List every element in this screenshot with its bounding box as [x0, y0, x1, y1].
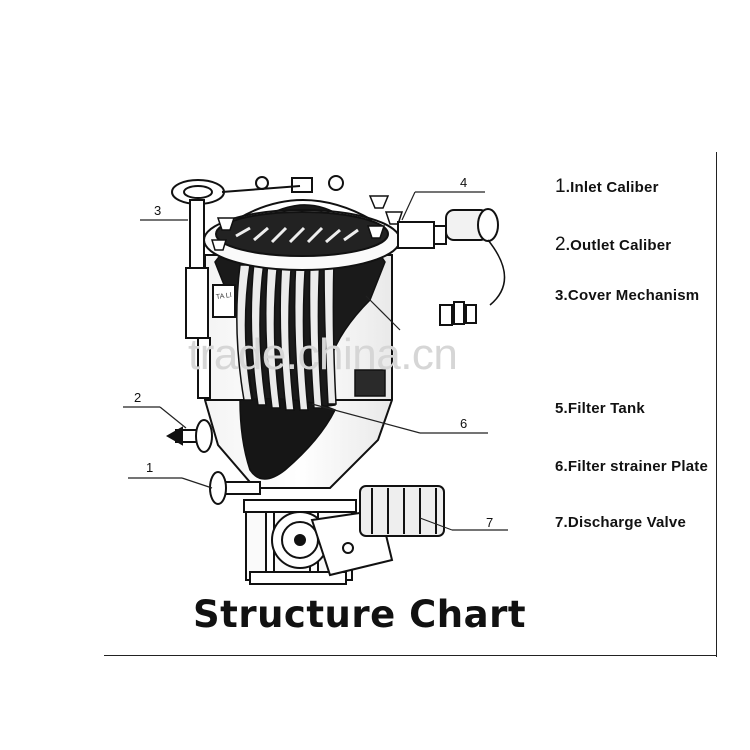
legend-text: .Outlet Caliber	[565, 237, 672, 254]
callout-label: 1	[146, 460, 154, 475]
chart-title: Structure Chart	[193, 593, 527, 636]
legend-item: 3.Cover Mechanism	[555, 287, 699, 304]
legend-text: Cover Mechanism	[567, 287, 700, 304]
legend-item: 1.Inlet Caliber	[555, 176, 659, 198]
legend-number: 2	[555, 234, 566, 255]
legend-item: 7.Discharge Valve	[555, 514, 686, 531]
legend-number: 7.	[555, 514, 568, 531]
callout-label: 2	[134, 390, 142, 405]
cover-motor	[397, 208, 506, 326]
callout-label: 6	[460, 416, 468, 431]
legend-text: Discharge Valve	[567, 514, 686, 531]
legend-item: 6.Filter strainer Plate	[555, 458, 708, 475]
legend-text: Filter Tank	[567, 400, 645, 417]
inlet-pipe	[209, 471, 261, 505]
callout-label: 4	[460, 175, 468, 190]
callout-label: 3	[154, 203, 162, 218]
callout-leaders	[123, 191, 508, 531]
watermark: trade.china.cn	[188, 330, 458, 379]
legend-text: Filter strainer Plate	[567, 458, 709, 475]
callout-label: 7	[486, 515, 494, 530]
cover-mechanism	[171, 179, 301, 399]
frame-right-border	[716, 152, 717, 657]
legend-number: 6.	[555, 458, 568, 475]
legend-item: 5.Filter Tank	[555, 400, 645, 417]
legend-number: 5.	[555, 400, 568, 417]
outlet-pipe	[165, 419, 213, 453]
legend-number: 3.	[555, 287, 568, 304]
side-port	[354, 369, 386, 397]
legend-text: .Inlet Caliber	[565, 179, 659, 196]
tank-cover	[203, 175, 401, 271]
discharge-valve	[243, 485, 445, 585]
frame-bottom-border	[104, 655, 717, 656]
legend-item: 2.Outlet Caliber	[555, 234, 671, 256]
filter-strainer-plates	[236, 257, 337, 411]
legend-number: 1	[555, 176, 566, 197]
